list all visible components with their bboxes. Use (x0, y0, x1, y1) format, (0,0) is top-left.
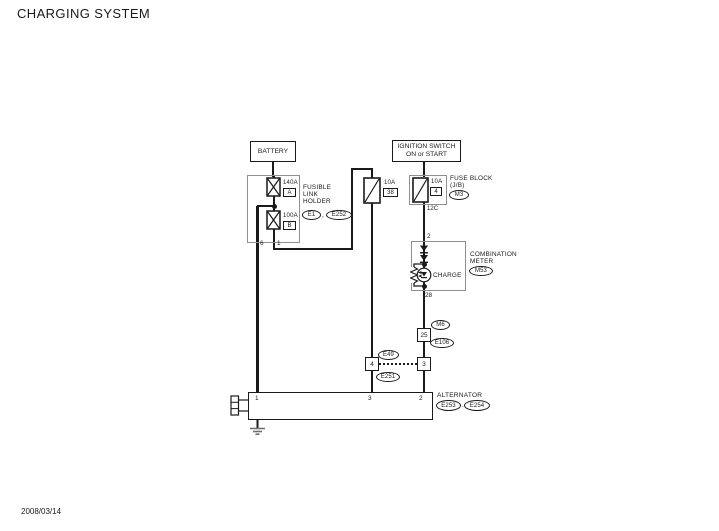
connector-tag-e251: E251 (376, 372, 400, 382)
wire-fuseblock-to-meter (423, 202, 425, 242)
fuse-jb-icon (412, 177, 429, 203)
connector-tag-e49: E49 (378, 350, 399, 360)
wire-meter-internal-main (423, 242, 425, 292)
holder-connector-separator: , (322, 212, 324, 219)
holder-pin-6: 6 (260, 240, 264, 247)
wire-ignition-drop (423, 162, 425, 177)
resistor-backing (410, 267, 418, 283)
wire-pin1-horizontal (273, 248, 353, 250)
connector-tag-m3: M3 (449, 190, 469, 200)
fuse-block-name-line1: FUSE BLOCK (450, 175, 493, 182)
fuse-b-id: B (287, 222, 292, 229)
connector-tag-e252: E252 (326, 210, 352, 220)
junction-dot-meter-top (421, 261, 427, 267)
alternator-box (248, 392, 433, 420)
connector-pin-4-box: 4 (365, 357, 379, 371)
holder-name-line2: LINK (303, 191, 319, 198)
ignition-label-line2: ON or START (406, 151, 447, 158)
alternator-pin-1: 1 (255, 395, 259, 402)
holder-name-line1: FUSIBLE (303, 184, 332, 191)
fuse-38-rating: 10A (384, 180, 396, 186)
fuse-a-id: A (287, 189, 292, 196)
fuse-jb-id: 4 (434, 188, 438, 195)
page-title: CHARGING SYSTEM (17, 6, 151, 21)
fusible-link-holder-box (247, 175, 300, 243)
meter-name-line2: METER (470, 258, 494, 265)
connector-pin-3-box: 3 (417, 357, 431, 371)
alternator-pin-3: 3 (368, 395, 372, 402)
combination-meter-box (411, 241, 466, 291)
fusible-link-a-icon (266, 177, 281, 197)
battery-box: BATTERY (250, 141, 296, 162)
meter-pin-2: 2 (427, 233, 431, 240)
fuse-a-rating: 140A (283, 180, 298, 186)
connector-pair-link (379, 363, 417, 365)
wire-battery-drop (272, 162, 274, 177)
battery-label: BATTERY (257, 148, 289, 155)
fuse-38-icon (363, 177, 381, 204)
revision-date: 2008/03/14 (21, 507, 62, 516)
fuse-jb-id-box: 4 (430, 187, 442, 196)
connector-pin-25-box: 25 (417, 328, 431, 342)
wire-riser-x352 (351, 168, 353, 250)
ignition-label-line1: IGNITION SWITCH (397, 143, 456, 150)
fuse-block-name-line2: (J/B) (450, 182, 465, 189)
alternator-terminal-icon (230, 395, 249, 416)
ignition-switch-box: IGNITION SWITCH ON or START (392, 140, 461, 162)
wire-top-horizontal (351, 168, 373, 170)
charge-lamp-label: CHARGE (433, 272, 462, 279)
charge-lamp-circuit-icon (410, 245, 432, 287)
fusible-link-b-icon (266, 210, 281, 230)
fuse-a-id-box: A (283, 188, 296, 197)
wire-pin6-to-alternator (256, 206, 259, 393)
meter-pin-28: 28 (425, 292, 433, 299)
fuse-b-id-box: B (283, 221, 296, 230)
fuse-b-rating: 100A (283, 213, 298, 219)
connector-tag-e1: E1 (302, 210, 321, 220)
ground-icon (250, 419, 265, 435)
fuse-block-pin-12c: 12C (427, 205, 439, 212)
diode-icon (420, 245, 428, 252)
holder-pin-1: 1 (277, 240, 281, 247)
junction-dot-holder (271, 204, 277, 209)
connector-tag-m53: M53 (469, 266, 493, 276)
wire-meter-to-alternator (423, 291, 425, 393)
fuse-block-box (409, 175, 447, 205)
meter-name-line1: COMBINATION (470, 251, 517, 258)
fuse-jb-rating: 10A (431, 179, 443, 185)
connector-tag-e253: E253 (436, 400, 461, 411)
wire-conn4-to-alternator (371, 370, 373, 393)
connector-tag-e106: E106 (430, 338, 454, 348)
alternator-pin-2: 2 (419, 395, 423, 402)
connector-tag-e254: E254 (464, 400, 490, 411)
wire-holder-branch-h (257, 205, 275, 207)
wire-fuse38-column (371, 168, 373, 358)
holder-name-line3: HOLDER (303, 198, 331, 205)
connector-tag-m6: M6 (431, 320, 450, 330)
diode-icon (420, 255, 428, 261)
fuse-38-id: 38 (387, 189, 394, 196)
alternator-connector-separator: . (462, 402, 464, 409)
junction-dot-meter-bottom (421, 283, 427, 289)
fuse-38-id-box: 38 (383, 188, 398, 197)
alternator-name: ALTERNATOR (437, 392, 483, 399)
